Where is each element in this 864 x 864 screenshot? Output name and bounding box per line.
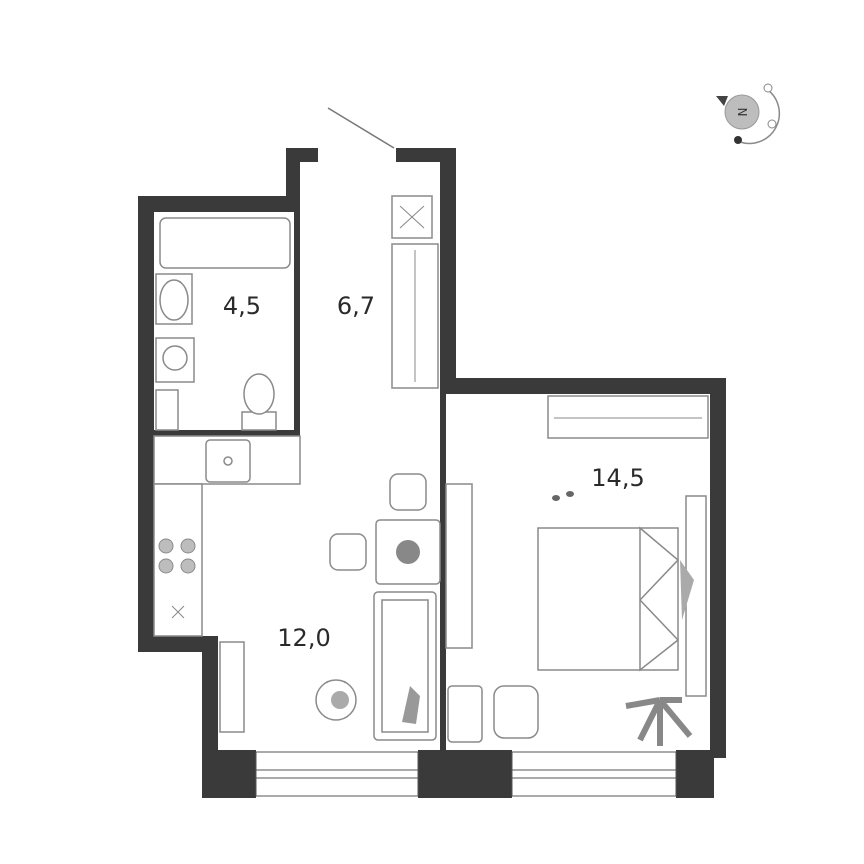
kitchen-counter	[153, 435, 301, 637]
compass-icon: N	[716, 83, 781, 145]
dining-table	[329, 473, 441, 585]
toilet-icon	[241, 373, 277, 431]
room-area-bathroom: 4,5	[223, 292, 261, 320]
sink-icon	[155, 273, 193, 325]
window	[511, 751, 677, 797]
washer-icon	[155, 337, 195, 383]
tv-unit	[445, 483, 473, 649]
sofa	[373, 591, 437, 741]
radiator	[219, 641, 245, 733]
window	[255, 751, 419, 797]
wardrobe	[547, 395, 709, 439]
armchair	[493, 685, 539, 739]
plant-icon	[625, 697, 693, 746]
side-table	[315, 679, 357, 721]
cabinet	[155, 389, 179, 431]
wardrobe	[391, 243, 439, 389]
slippers-icon	[552, 491, 574, 501]
bed	[537, 495, 707, 697]
room-area-hallway: 6,7	[337, 292, 375, 320]
entry-door-swing	[327, 107, 395, 149]
walls	[138, 148, 726, 798]
compass-north-label: N	[736, 108, 750, 117]
room-area-kitchen-living: 12,0	[277, 624, 330, 652]
bathtub-icon	[159, 217, 291, 269]
bedside-table	[447, 685, 483, 743]
room-area-bedroom: 14,5	[591, 464, 644, 492]
